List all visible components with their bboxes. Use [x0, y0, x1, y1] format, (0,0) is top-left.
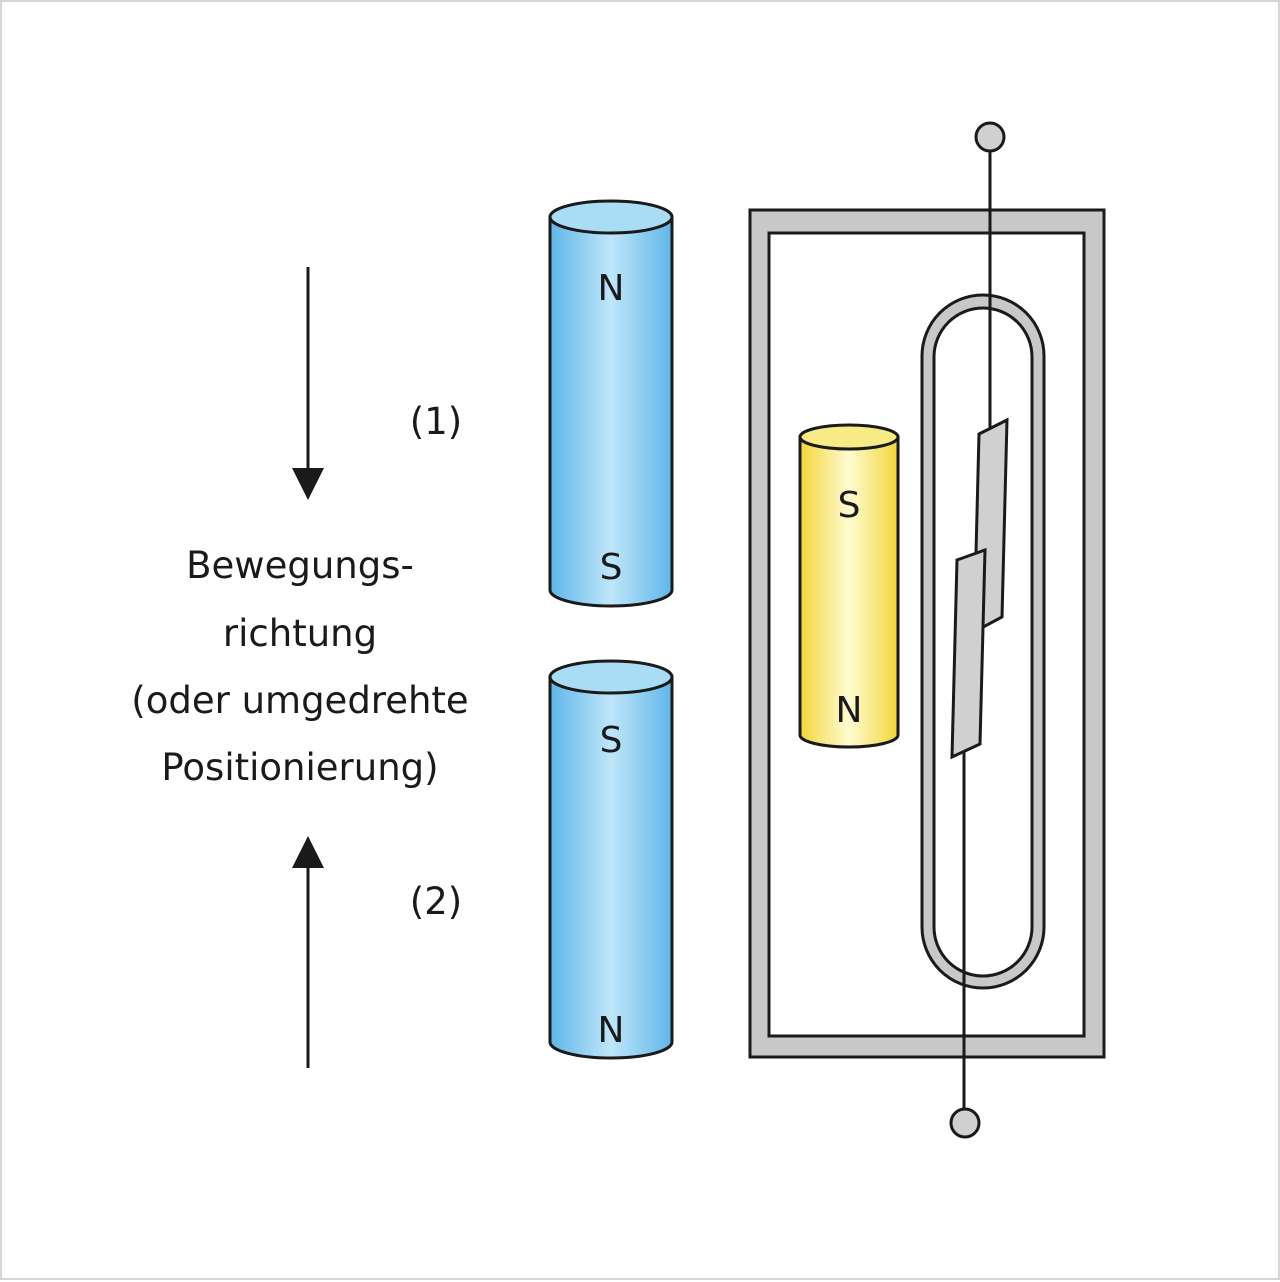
position-1-label: (1)	[410, 400, 462, 443]
upper-magnet-bottom-pole: S	[600, 547, 623, 588]
lower-magnet-bottom-pole: N	[598, 1010, 625, 1051]
position-2-label: (2)	[410, 880, 462, 923]
lower-magnet-top-pole: S	[600, 720, 623, 761]
down-arrow	[292, 267, 324, 500]
motion-direction-caption: Bewegungs- richtung (oder umgedrehte Pos…	[131, 544, 468, 789]
up-arrow	[292, 836, 324, 1068]
caption-line-4: Positionierung)	[161, 746, 438, 789]
lower-reed-contact	[950, 547, 987, 1114]
bias-magnet-bottom-pole: N	[836, 690, 863, 731]
bias-magnet-top-pole: S	[838, 485, 861, 526]
caption-line-3: (oder umgedrehte	[131, 679, 468, 722]
caption-line-1: Bewegungs-	[186, 544, 414, 587]
lower-moving-magnet: S N	[548, 659, 674, 1060]
upper-terminal	[974, 121, 1006, 153]
upper-moving-magnet: N S	[548, 199, 674, 608]
bias-magnet: S N	[798, 423, 900, 749]
upper-magnet-top-pole: N	[598, 268, 625, 309]
caption-line-2: richtung	[223, 612, 377, 655]
lower-terminal	[949, 1107, 981, 1139]
